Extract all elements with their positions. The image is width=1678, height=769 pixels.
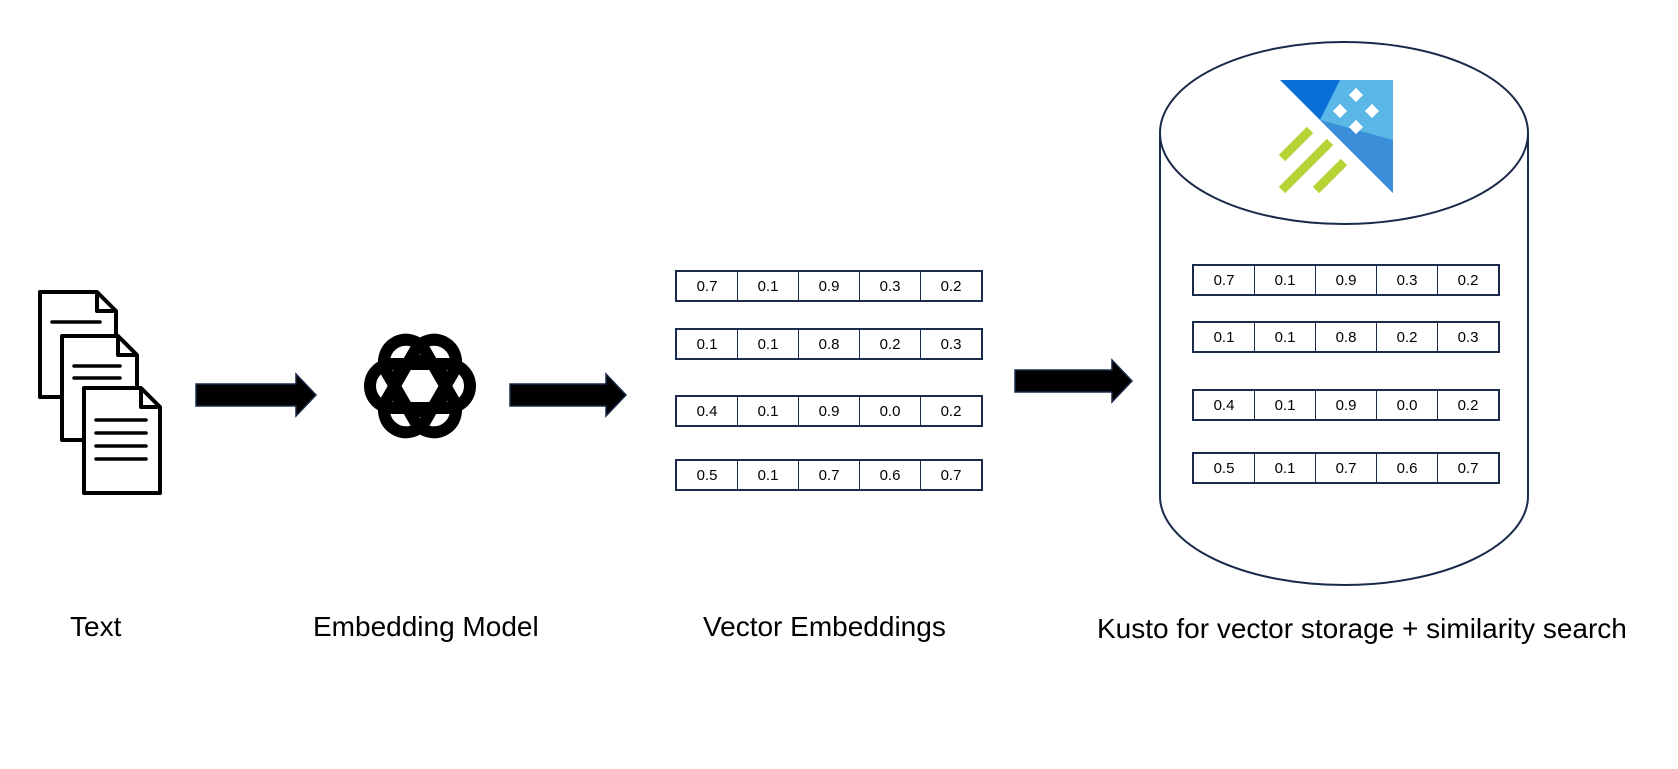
kusto-vector-cell: 0.3 xyxy=(1457,328,1479,346)
kusto-vector-cell: 0.1 xyxy=(1255,454,1316,482)
vector-embedding-cell: 0.1 xyxy=(738,461,799,489)
vector-embedding-cell: 0.5 xyxy=(677,461,738,489)
vector-embedding-cell: 0.7 xyxy=(799,461,860,489)
label-text: Text xyxy=(70,611,122,642)
kusto-vector-cell: 0.2 xyxy=(1457,271,1479,289)
kusto-vector-cell: 0.7 xyxy=(1194,266,1255,294)
kusto-vector-cell: 0.1 xyxy=(1255,391,1316,419)
vector-embedding-cell: 0.9 xyxy=(799,397,860,425)
kusto-vector-cell: 0.7 xyxy=(1316,454,1377,482)
vector-embedding-cell: 0.1 xyxy=(738,330,799,358)
kusto-vector-cell: 0.1 xyxy=(1194,323,1255,351)
label-kusto: Kusto for vector storage + similarity se… xyxy=(1097,613,1627,644)
kusto-vector-cell: 0.9 xyxy=(1316,391,1377,419)
kusto-vector-cell: 0.6 xyxy=(1377,454,1438,482)
azure-data-explorer-logo-icon xyxy=(1278,80,1393,194)
vector-embedding-cell: 0.4 xyxy=(677,397,738,425)
kusto-vector-cell: 0.1 xyxy=(1255,266,1316,294)
vector-embedding-cell: 0.7 xyxy=(940,466,962,484)
documents-icon xyxy=(38,290,162,495)
kusto-vector-cell: 0.4 xyxy=(1194,391,1255,419)
kusto-vector-cell: 0.2 xyxy=(1377,323,1438,351)
kusto-vector-cell: 0.9 xyxy=(1316,266,1377,294)
kusto-vector-cell: 0.2 xyxy=(1457,396,1479,414)
kusto-vector-cell: 0.3 xyxy=(1377,266,1438,294)
label-embedding-model: Embedding Model xyxy=(313,611,539,642)
vector-embedding-cell: 0.2 xyxy=(940,402,962,420)
vector-embedding-cell: 0.3 xyxy=(940,335,962,353)
vector-embedding-cell: 0.9 xyxy=(799,272,860,300)
vector-embedding-cell: 0.7 xyxy=(677,272,738,300)
vector-embedding-cell: 0.6 xyxy=(860,461,921,489)
vector-embedding-cell: 0.1 xyxy=(738,397,799,425)
vector-embedding-cell: 0.0 xyxy=(860,397,921,425)
arrow-right-icon xyxy=(195,372,318,418)
arrow-right-icon xyxy=(1014,358,1134,404)
vector-embedding-cell: 0.2 xyxy=(940,277,962,295)
vector-embedding-cell: 0.1 xyxy=(738,272,799,300)
kusto-vector-cell: 0.0 xyxy=(1377,391,1438,419)
openai-logo-icon xyxy=(364,333,476,439)
kusto-vector-cell: 0.7 xyxy=(1457,459,1479,477)
kusto-vector-cell: 0.8 xyxy=(1316,323,1377,351)
vector-embedding-cell: 0.1 xyxy=(677,330,738,358)
vector-embedding-cell: 0.2 xyxy=(860,330,921,358)
kusto-vector-cell: 0.1 xyxy=(1255,323,1316,351)
vector-embedding-cell: 0.8 xyxy=(799,330,860,358)
vector-embedding-cell: 0.3 xyxy=(860,272,921,300)
label-vector-embeddings: Vector Embeddings xyxy=(703,611,946,642)
arrow-right-icon xyxy=(509,372,628,418)
kusto-vector-cell: 0.5 xyxy=(1194,454,1255,482)
